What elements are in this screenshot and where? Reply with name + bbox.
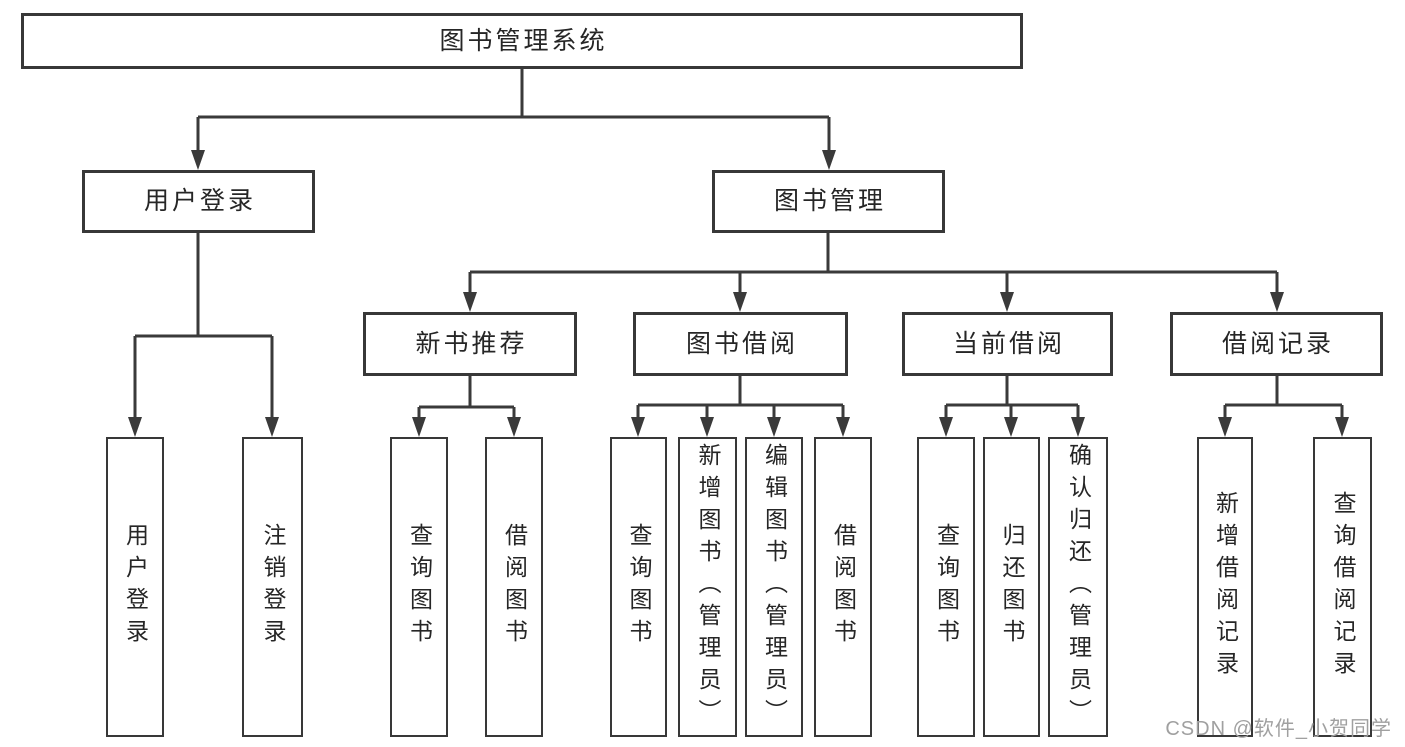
node-label: 新增借阅记录 xyxy=(1212,491,1239,683)
leaf-borrow-books-1: 借阅图书 xyxy=(485,437,543,737)
node-label: 确认归还（管理员） xyxy=(1065,443,1092,731)
node-label: 图书借阅 xyxy=(685,329,798,358)
node-new-book-recommendation: 新书推荐 xyxy=(363,312,577,376)
leaf-borrow-books-2: 借阅图书 xyxy=(814,437,872,737)
node-label: 编辑图书（管理员） xyxy=(761,443,788,731)
leaf-add-borrow-record: 新增借阅记录 xyxy=(1197,437,1253,737)
node-label: 查询图书 xyxy=(406,523,433,651)
node-book-management-branch: 图书管理 xyxy=(712,170,945,233)
node-label: 用户登录 xyxy=(122,523,149,651)
leaf-query-books-2: 查询图书 xyxy=(610,437,667,737)
node-user-login-branch: 用户登录 xyxy=(82,170,315,233)
node-label: 借阅图书 xyxy=(830,523,857,651)
leaf-query-books-1: 查询图书 xyxy=(390,437,448,737)
node-label: 新书推荐 xyxy=(415,329,528,358)
node-label: 注销登录 xyxy=(260,523,286,651)
node-library-management-system: 图书管理系统 xyxy=(21,13,1023,69)
node-label: 当前借阅 xyxy=(952,329,1065,358)
node-current-borrowing: 当前借阅 xyxy=(902,312,1113,376)
node-label: 图书管理 xyxy=(773,187,886,215)
leaf-query-books-3: 查询图书 xyxy=(917,437,975,737)
node-label: 查询借阅记录 xyxy=(1330,491,1356,683)
watermark-text: CSDN @软件_小贺同学 xyxy=(1165,718,1392,740)
node-book-borrowing: 图书借阅 xyxy=(633,312,848,376)
node-label: 图书管理系统 xyxy=(439,26,608,55)
leaf-user-login: 用户登录 xyxy=(106,437,164,737)
leaf-query-borrow-record: 查询借阅记录 xyxy=(1313,437,1372,737)
node-label: 新增图书（管理员） xyxy=(695,443,721,731)
node-label: 查询图书 xyxy=(933,523,960,651)
node-borrowing-records: 借阅记录 xyxy=(1170,312,1383,376)
node-label: 查询图书 xyxy=(626,523,652,651)
leaf-confirm-return-admin: 确认归还（管理员） xyxy=(1048,437,1108,737)
node-label: 借阅图书 xyxy=(501,523,528,651)
node-label: 归还图书 xyxy=(999,523,1025,651)
leaf-edit-books-admin: 编辑图书（管理员） xyxy=(745,437,803,737)
node-label: 借阅记录 xyxy=(1221,329,1334,358)
leaf-logout: 注销登录 xyxy=(242,437,303,737)
leaf-return-books: 归还图书 xyxy=(983,437,1040,737)
leaf-add-books-admin: 新增图书（管理员） xyxy=(678,437,737,737)
node-label: 用户登录 xyxy=(143,187,256,215)
